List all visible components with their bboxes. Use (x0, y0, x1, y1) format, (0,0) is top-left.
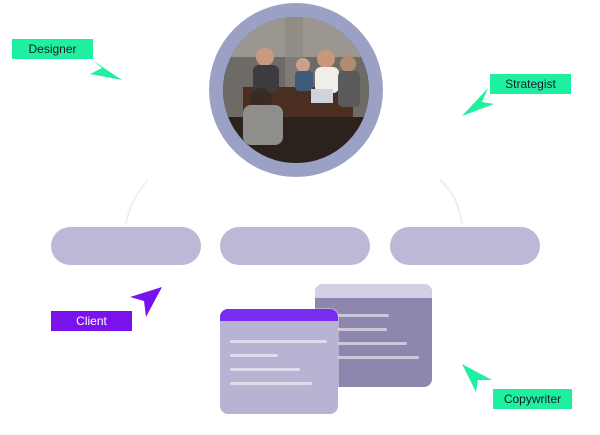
text-line (230, 368, 300, 371)
pill-placeholder-3 (390, 227, 540, 265)
strategist-tag: Strategist (490, 74, 571, 94)
client-cursor-icon (130, 287, 162, 317)
designer-cursor-icon (90, 60, 122, 80)
text-line (230, 340, 327, 343)
card-back-header (315, 284, 432, 298)
text-line (329, 314, 389, 317)
copywriter-tag: Copywriter (493, 389, 572, 409)
pill-placeholder-2 (220, 227, 370, 265)
text-line (329, 356, 419, 359)
copywriter-cursor-icon (462, 364, 492, 392)
text-line (230, 354, 278, 357)
designer-tag: Designer (12, 39, 93, 59)
pill-placeholder-1 (51, 227, 201, 265)
document-card-front (220, 309, 338, 414)
card-front-header (220, 309, 338, 321)
text-line (329, 342, 407, 345)
strategist-cursor-icon (462, 88, 494, 116)
team-meeting-photo (223, 17, 369, 163)
client-tag: Client (51, 311, 132, 331)
text-line (230, 382, 312, 385)
text-line (329, 328, 387, 331)
